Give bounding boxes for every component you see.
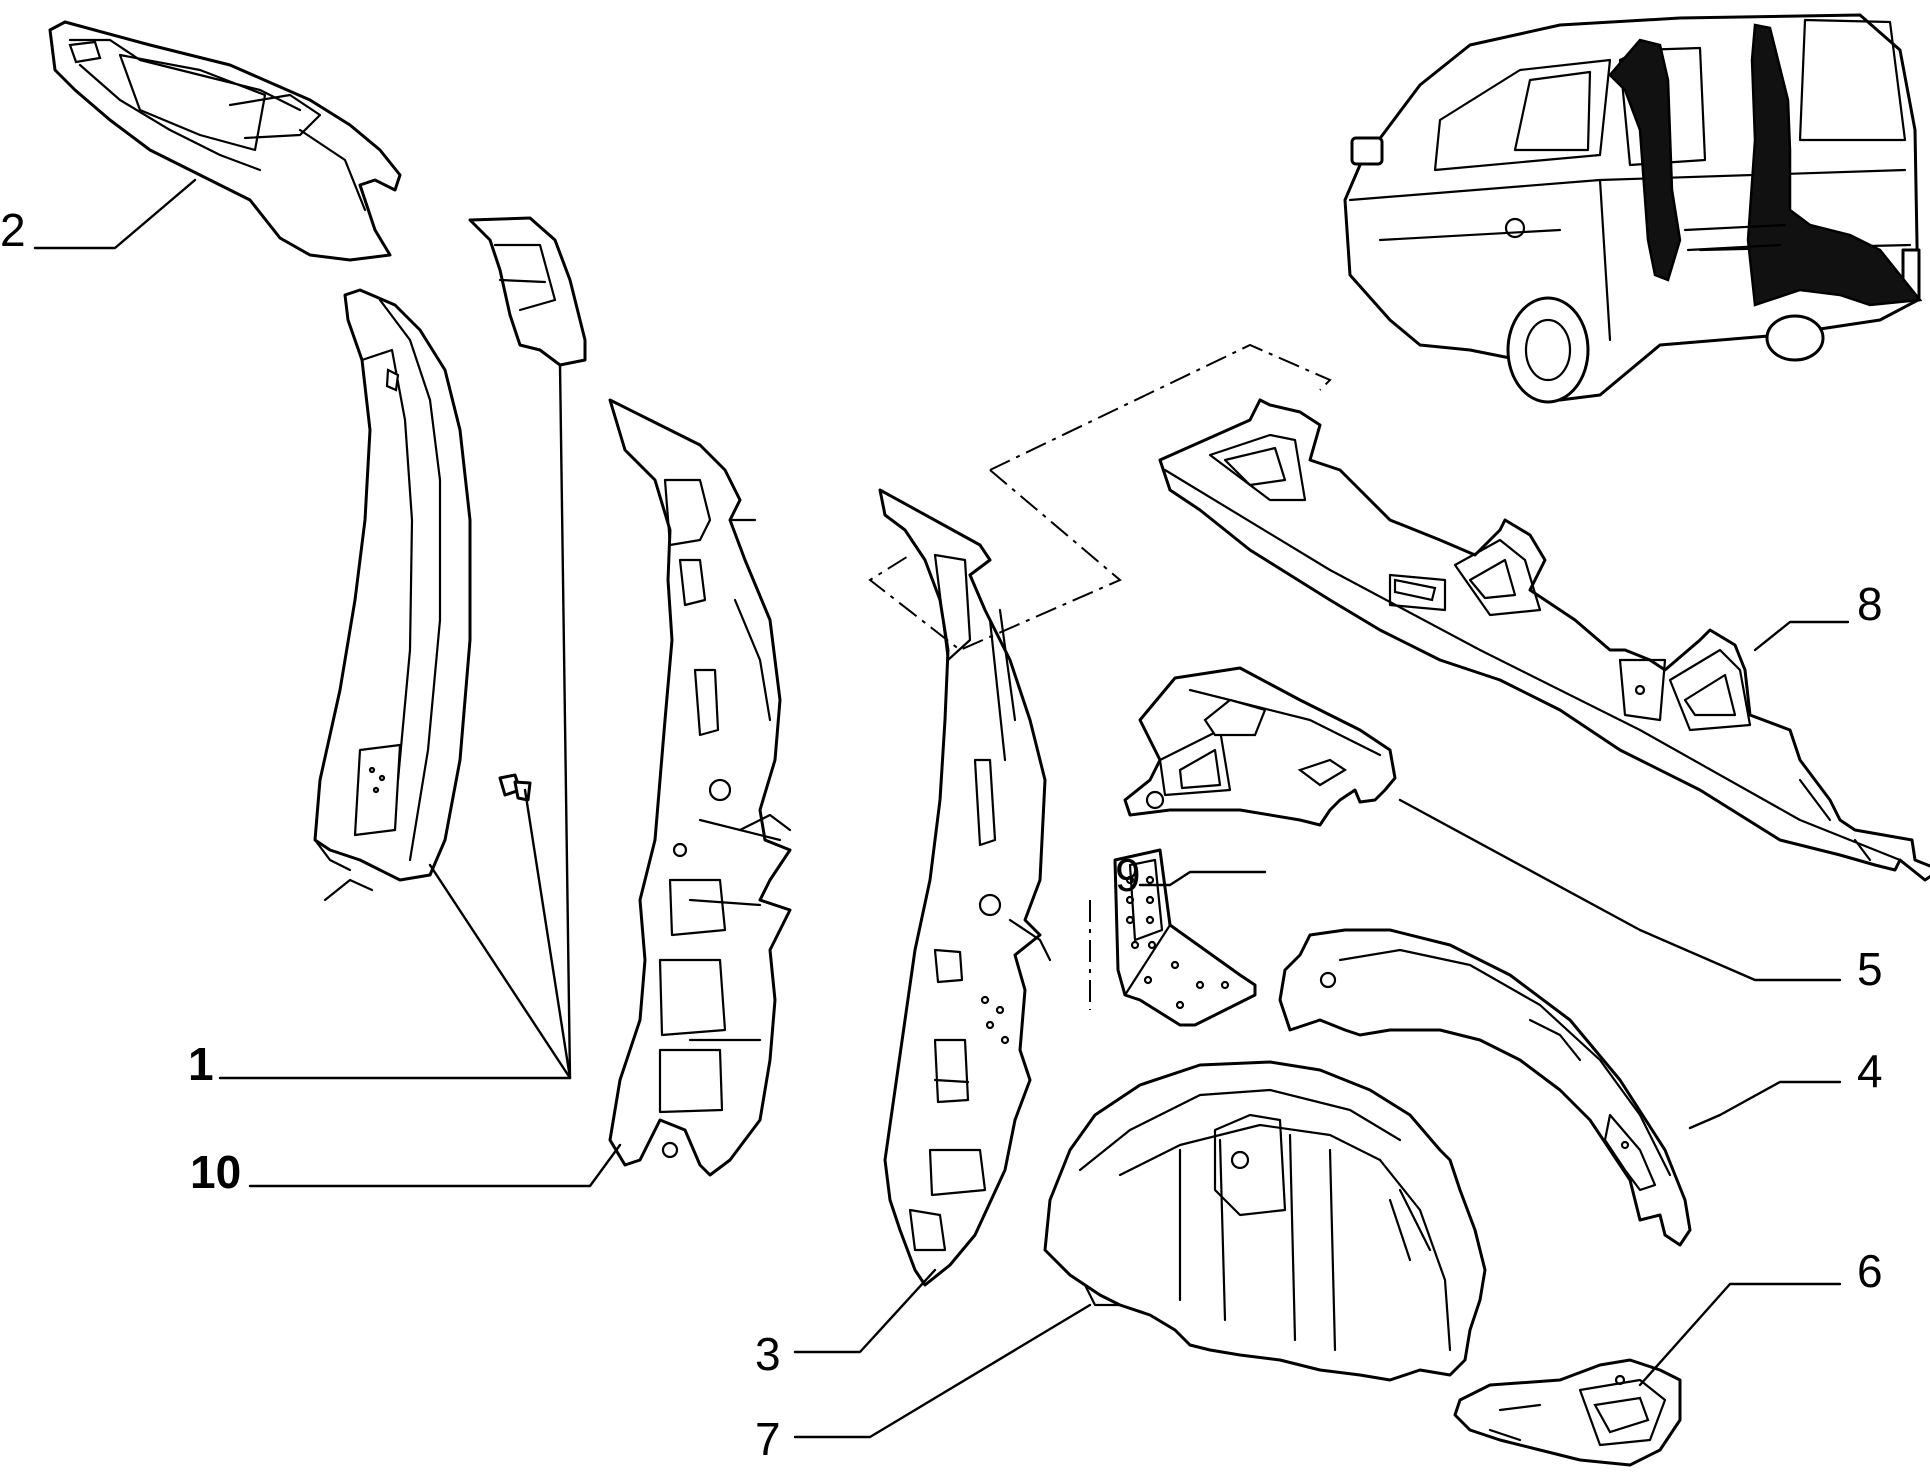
callout-9: 9 xyxy=(1115,849,1141,901)
part-8-sill-rail xyxy=(1158,398,1930,882)
part-4-wheel-arch-outer xyxy=(1278,928,1692,1247)
callout-8: 8 xyxy=(1857,578,1883,630)
leader-9 xyxy=(1138,870,1267,887)
callout-3: 3 xyxy=(755,1328,781,1380)
leader-3 xyxy=(793,1268,937,1354)
part-5-bracket-plate xyxy=(1123,666,1397,827)
callout-4: 4 xyxy=(1857,1045,1883,1097)
leader-6 xyxy=(1638,1282,1842,1387)
leader-4 xyxy=(1688,1080,1842,1130)
leader-lines xyxy=(33,178,1850,1439)
leader-2 xyxy=(33,178,197,250)
part-2-rear-roof-rail xyxy=(48,20,402,262)
vehicle-inset xyxy=(1343,13,1923,404)
leader-7 xyxy=(793,1303,1092,1439)
leader-5 xyxy=(1398,798,1842,982)
alignment-lines xyxy=(868,343,1332,1010)
leader-10 xyxy=(248,1143,622,1188)
part-9-l-bracket xyxy=(1113,848,1257,1027)
part-3-inner-pillar-rh xyxy=(878,488,1052,1287)
leader-1 xyxy=(218,863,572,1080)
leader-1-b xyxy=(523,788,572,1080)
callout-6: 6 xyxy=(1857,1245,1883,1297)
part-6-small-bracket xyxy=(1453,1358,1682,1467)
callout-10: 10 xyxy=(190,1146,241,1198)
callout-7: 7 xyxy=(755,1413,781,1465)
leader-1-c xyxy=(558,363,572,1080)
part-7-wheel-house xyxy=(1043,1060,1487,1382)
part-10-inner-pillar xyxy=(608,398,792,1177)
callout-5: 5 xyxy=(1857,943,1883,995)
callout-1: 1 xyxy=(188,1038,214,1090)
part-1-side-pillar xyxy=(313,288,472,902)
part-1-upper-bracket xyxy=(468,216,587,367)
leader-8 xyxy=(1753,620,1850,652)
callout-2: 2 xyxy=(0,204,26,256)
callout-labels: 2 8 9 5 4 1 10 6 3 7 xyxy=(0,204,1883,1465)
